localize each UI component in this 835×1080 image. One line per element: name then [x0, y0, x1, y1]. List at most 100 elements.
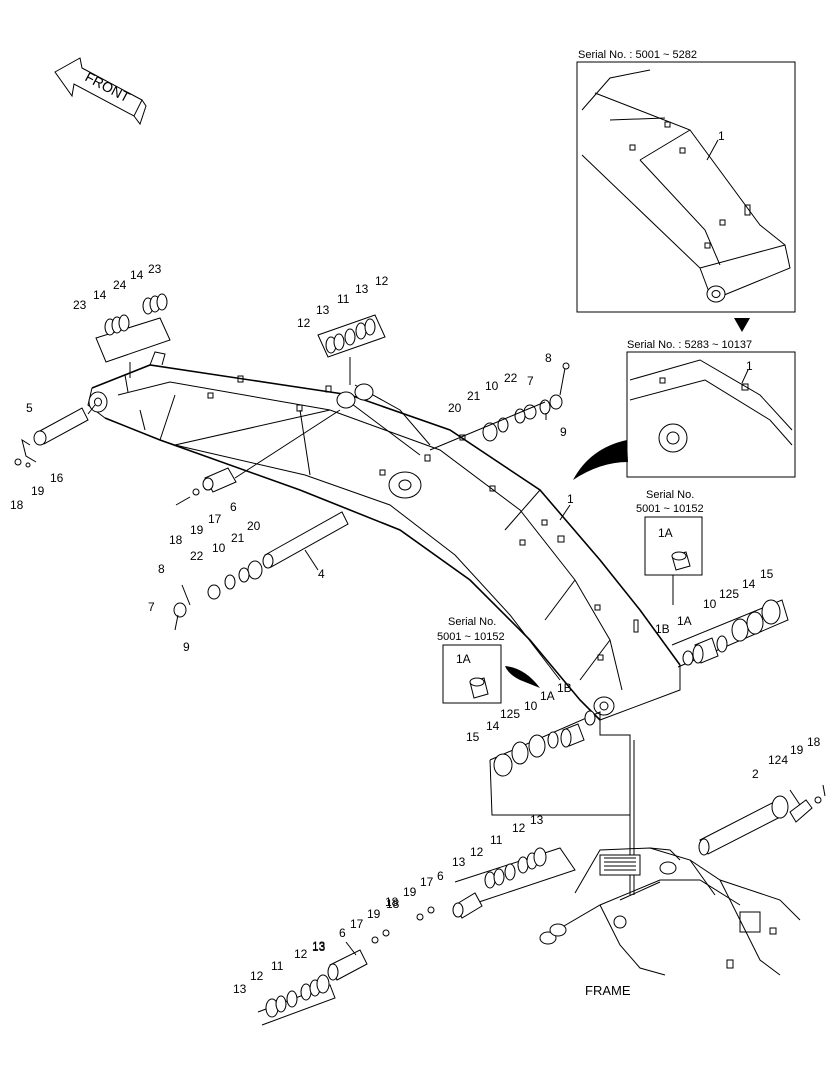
- boom-pin-4: 4: [262, 511, 349, 581]
- callout-label: 12: [250, 969, 264, 983]
- inset-pointer-arrow: [734, 318, 750, 332]
- callout-label: 24: [113, 278, 127, 292]
- callout-label: 19: [403, 885, 417, 899]
- callout-label: 20: [247, 519, 261, 533]
- callout-label: 12: [294, 947, 308, 961]
- callout-label: 13: [530, 813, 544, 827]
- callout-label: 10: [212, 541, 226, 555]
- washer-group-top-middle: 12 13 11 13 12: [297, 274, 389, 385]
- callout-label: 125: [719, 587, 739, 601]
- callout-label: 12: [470, 845, 484, 859]
- pin-group-lower-middle: 19 18 17 6: [386, 869, 483, 921]
- boom-foot-pin-2: 2 124 19 18: [698, 735, 826, 856]
- callout-label: 21: [231, 531, 245, 545]
- callout-label: 4: [318, 567, 325, 581]
- callout-label: 14: [742, 577, 756, 591]
- callout-label: 15: [760, 567, 774, 581]
- inset-small-left-serial-1: Serial No.: [448, 616, 496, 628]
- washer-group-top-left: 23 14 24 14 23: [73, 262, 171, 378]
- callout-label: 14: [93, 288, 107, 302]
- callout-label: 17: [420, 875, 434, 889]
- callout-label: 15: [466, 730, 480, 744]
- callout-label: 8: [158, 562, 165, 576]
- inset-small-right-serial-1: Serial No.: [646, 489, 694, 501]
- callout-label: 10: [524, 699, 538, 713]
- callout-label: 18: [10, 498, 24, 512]
- callout-label: 11: [271, 959, 284, 973]
- inset-small-right: Serial No. 5001 ~ 10152 1A: [636, 489, 704, 576]
- inset-middle: Serial No. : 5283 ~ 10137 1: [626, 339, 796, 478]
- inset-small-left: Serial No. 5001 ~ 10152 1A: [437, 616, 505, 704]
- front-direction-arrow: FRONT: [54, 57, 147, 126]
- callout-label: 13: [316, 303, 330, 317]
- callout-label: 23: [148, 262, 162, 276]
- callout-label: 10: [703, 597, 717, 611]
- callout-label: 19: [31, 484, 45, 498]
- callout-label: 17: [350, 917, 364, 931]
- callout-label: 125: [500, 707, 520, 721]
- washer-group-bottom-left: 13 12 11 12 13: [233, 939, 336, 1026]
- callout-label: 9: [183, 640, 190, 654]
- callout-label: 23: [73, 298, 87, 312]
- callout-label: 19: [367, 907, 381, 921]
- bushing-group-right: 1B 1A 10 125 14 15: [655, 567, 789, 668]
- callout-label: 22: [190, 549, 204, 563]
- callout-label: 19: [190, 523, 204, 537]
- inset-middle-serial: Serial No. : 5283 ~ 10137: [627, 339, 752, 351]
- callout-label: 1B: [655, 622, 670, 636]
- callout-label: 9: [560, 425, 567, 439]
- pin-group-lower-left-middle: 13 6 17 19 18: [312, 895, 399, 981]
- callout-label: 7: [148, 600, 155, 614]
- inset-small-left-part: 1A: [456, 652, 471, 666]
- callout-label: 19: [790, 743, 804, 757]
- callout-label: 17: [208, 512, 222, 526]
- callout-label: 12: [297, 316, 311, 330]
- washer-group-lower-right: 13 12 11 12 13: [452, 813, 576, 906]
- pin-group-left-middle: 6 17 19 18: [169, 409, 341, 547]
- frame-label: FRAME: [585, 983, 631, 998]
- callout-label: 13: [312, 940, 326, 954]
- inset-small-left-serial-2: 5001 ~ 10152: [437, 631, 505, 643]
- callout-label: 2: [752, 767, 759, 781]
- callout-label: 12: [512, 821, 526, 835]
- pin-group-left-lower: 20 21 10 22 8 7 9: [148, 519, 263, 654]
- frame-drawing: [539, 847, 801, 976]
- bushing-group-left: 15 14 125 10 1A 1B: [466, 681, 631, 816]
- callout-label: 22: [504, 371, 518, 385]
- inset-middle-part-label: 1: [746, 359, 753, 373]
- callout-label: 6: [437, 869, 444, 883]
- callout-label: 13: [312, 939, 326, 953]
- callout-label: 10: [485, 379, 499, 393]
- inset-small-right-serial-2: 5001 ~ 10152: [636, 503, 704, 515]
- callout-label: 124: [768, 753, 788, 767]
- callout-label: 13: [452, 855, 466, 869]
- boom-body: [87, 351, 681, 721]
- callout-label: 6: [230, 500, 237, 514]
- callout-label: 16: [50, 471, 64, 485]
- callout-label: 21: [467, 389, 481, 403]
- inset-pointer-curve-left: [505, 666, 540, 688]
- foot-pin-group: 5 16 19 18: [10, 401, 96, 512]
- callout-label: 13: [355, 282, 369, 296]
- callout-label: 14: [486, 719, 500, 733]
- callout-label: 11: [490, 833, 503, 847]
- callout-label: 18: [169, 533, 183, 547]
- callout-label: 6: [339, 926, 346, 940]
- inset-small-right-part: 1A: [658, 526, 673, 540]
- inset-top: Serial No. : 5001 ~ 5282 1: [576, 49, 796, 313]
- callout-label: 20: [448, 401, 462, 415]
- callout-label: 13: [233, 982, 247, 996]
- callout-label: 1A: [540, 689, 555, 703]
- callout-label: 18: [386, 897, 400, 911]
- inset-top-part-label: 1: [718, 129, 725, 143]
- callout-label: 7: [527, 374, 534, 388]
- inset-top-serial: Serial No. : 5001 ~ 5282: [578, 49, 697, 61]
- callout-label: 1: [567, 492, 574, 506]
- pin-group-right-upper: 8 20 21 10 22 7 9: [429, 351, 570, 451]
- callout-label: 12: [375, 274, 389, 288]
- inset-pointer-curve-right: [573, 440, 628, 480]
- callout-label: 5: [26, 401, 33, 415]
- callout-label: 14: [130, 268, 144, 282]
- callout-label: 8: [545, 351, 552, 365]
- callout-label: 18: [807, 735, 821, 749]
